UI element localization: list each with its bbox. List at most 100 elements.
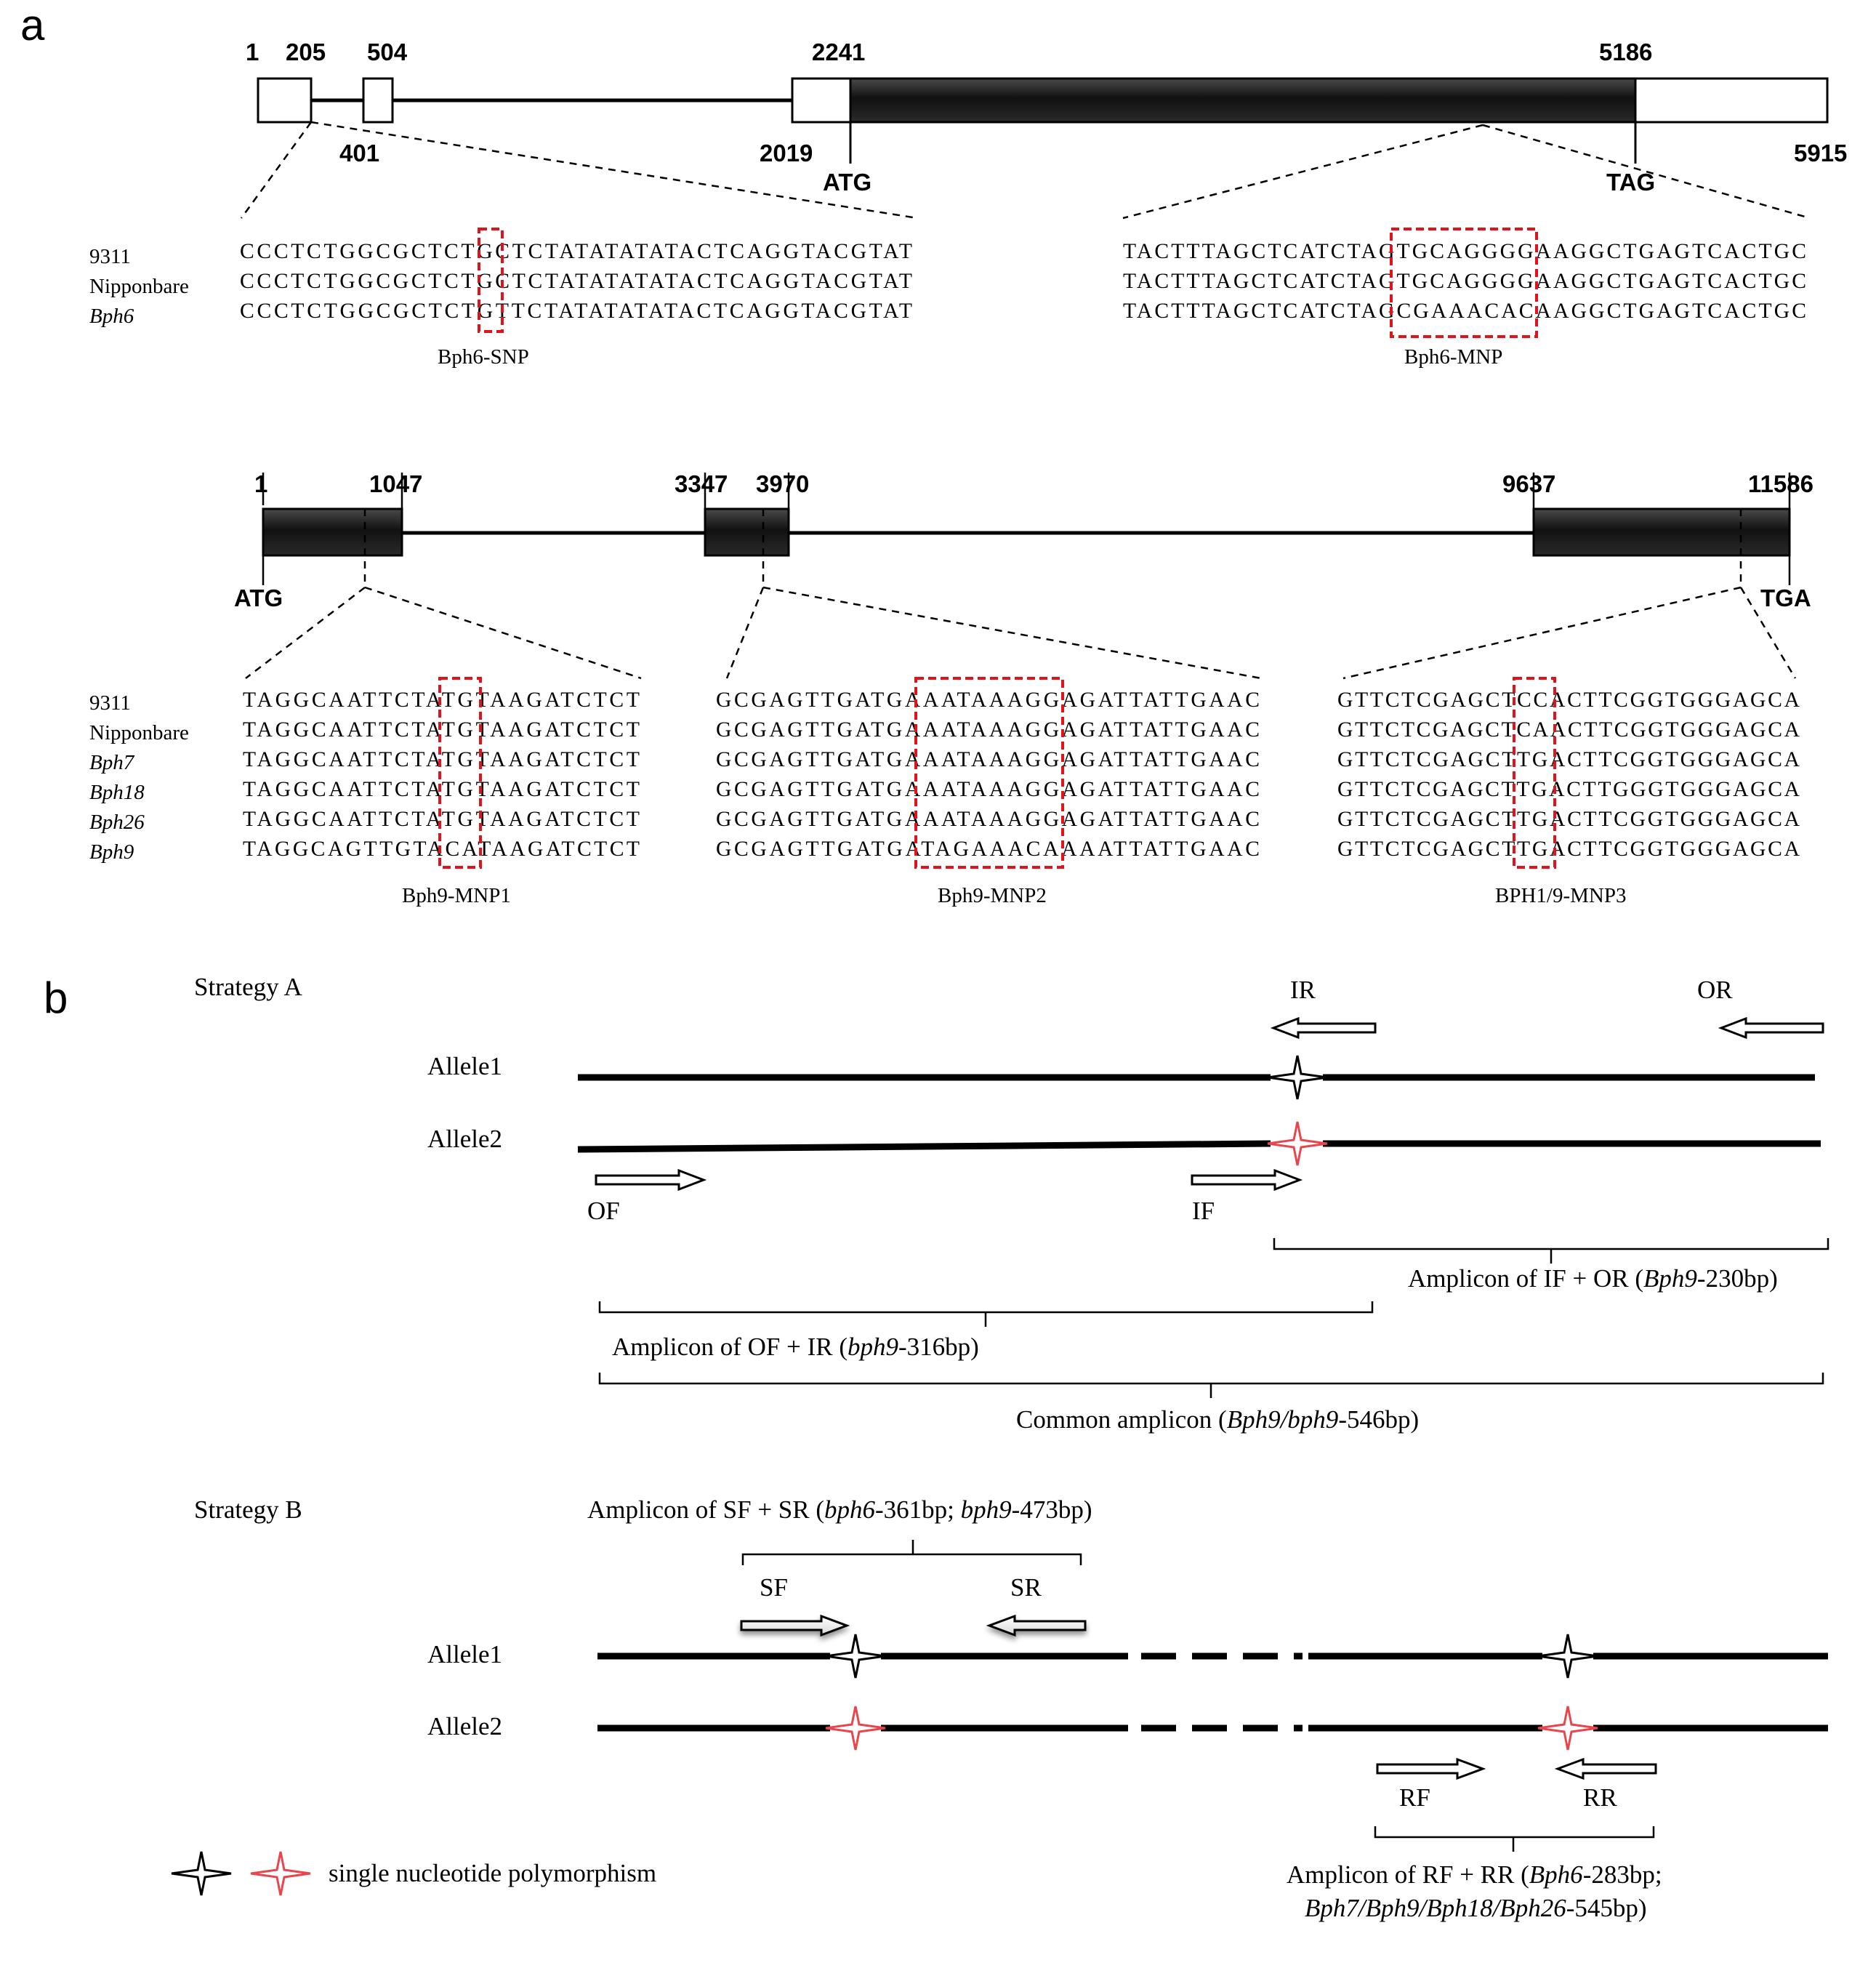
gene1-utr3 xyxy=(1634,77,1829,124)
snp-star-black xyxy=(1267,1055,1328,1100)
alignment-name: Bph9-MNP1 xyxy=(402,884,511,907)
gene1-coord-5186: 5186 xyxy=(1599,39,1652,65)
seq-row: GCGAGTTGATGAAATAAAGGAGATTATTGAAC xyxy=(716,808,1260,831)
seq-row: GTTCTCGAGCTTGACTTGGGTGGGAGCA xyxy=(1337,778,1800,801)
seq-label: Bph26 xyxy=(89,811,145,834)
primer-of-arrow xyxy=(595,1168,707,1192)
alignment-bph9-mnp2: GCGAGTTGATGAAATAAAGGAGATTATTGAAC GCGAGTT… xyxy=(716,677,1260,907)
gene2-zoom-lines xyxy=(245,509,1797,680)
snp-star-red xyxy=(1537,1706,1598,1751)
seq-row: GCGAGTTGATGATAGAAACAAAATTATTGAAC xyxy=(716,838,1260,861)
alignment-name: BPH1/9-MNP3 xyxy=(1495,884,1627,907)
gene1-coord-2241: 2241 xyxy=(812,39,865,65)
seq-row: GTTCTCGAGCTTGACTTCGGTGGGAGCA xyxy=(1337,838,1800,861)
legend-snp-star-red xyxy=(250,1851,311,1896)
seq-row: CCCTCTGGCGCTCTGTTCTATATATATACTCAGGTACGTA… xyxy=(240,300,912,323)
gene2-stop-codon: TGA xyxy=(1760,585,1811,611)
gene2-structure xyxy=(262,473,1791,585)
primer-sf-arrow xyxy=(740,1614,850,1637)
gene1-stop-codon: TAG xyxy=(1606,169,1655,196)
gene1-coord-2019: 2019 xyxy=(760,140,813,166)
snp-star-black xyxy=(825,1634,886,1679)
panel-b-label: b xyxy=(44,973,68,1022)
allele2-label: Allele2 xyxy=(427,1125,502,1153)
alignment-bph19-mnp3: GTTCTCGAGCTCCACTTCGGTGGGAGCA GTTCTCGAGCT… xyxy=(1337,677,1800,907)
seq-label: Nipponbare xyxy=(89,275,189,298)
alignment-bph9-mnp1: 9311 Nipponbare Bph7 Bph18 Bph26 Bph9 TA… xyxy=(89,677,640,907)
gene2-start-codon: ATG xyxy=(234,585,283,611)
seq-row: GTTCTCGAGCTTGACTTCGGTGGGAGCA xyxy=(1337,748,1800,771)
gene1-exon1 xyxy=(257,77,313,124)
gene2-exon2 xyxy=(704,507,790,557)
amplicon-rf-rr-label-line1: Amplicon of RF + RR (Bph6-283bp; xyxy=(1287,1860,1662,1889)
snp-star-red xyxy=(1267,1121,1328,1166)
legend-text: single nucleotide polymorphism xyxy=(329,1859,656,1887)
gene2-coord-9637: 9637 xyxy=(1502,470,1555,497)
gene1-coord-5915: 5915 xyxy=(1794,140,1847,166)
mnp-highlight-box xyxy=(438,677,482,869)
gene1-start-codon: ATG xyxy=(823,169,871,196)
snp-highlight-box xyxy=(478,228,504,333)
amplicon-rf-rr-label-line2: Bph7/Bph9/Bph18/Bph26-545bp) xyxy=(1305,1894,1647,1922)
alignment-bph6-snp: 9311 Nipponbare Bph6 CCCTCTGGCGCTCTGCTCT… xyxy=(89,228,912,369)
seq-row: TACTTTAGCTCATCTAGCGAAACACAAGGCTGAGTCACTG… xyxy=(1123,300,1806,323)
amplicon-if-or-label: Amplicon of IF + OR (Bph9-230bp) xyxy=(1408,1264,1778,1293)
gene1-exon2 xyxy=(362,77,394,124)
strategy-b-title: Strategy B xyxy=(194,1495,302,1524)
primer-or-arrow xyxy=(1718,1016,1824,1040)
primer-rr-label: RR xyxy=(1583,1783,1617,1812)
seq-label: Bph9 xyxy=(89,840,134,864)
primer-sr-arrow xyxy=(986,1614,1087,1637)
primer-rr-arrow xyxy=(1554,1757,1657,1780)
gene2-coord-3347: 3347 xyxy=(675,470,728,497)
gene2-coord-3970: 3970 xyxy=(756,470,809,497)
allele1-label: Allele1 xyxy=(427,1052,502,1080)
amplicon-brackets-a xyxy=(598,1238,1829,1398)
panel-a-label: a xyxy=(20,1,45,49)
alignment-name: Bph9-MNP2 xyxy=(938,884,1047,907)
amplicon-sf-sr-label: Amplicon of SF + SR (bph6-361bp; bph9-47… xyxy=(587,1495,1092,1524)
primer-sf-label: SF xyxy=(760,1573,788,1602)
gene2-coord-11586: 11586 xyxy=(1748,470,1813,497)
primer-ir-arrow xyxy=(1270,1016,1377,1040)
mnp-highlight-box xyxy=(914,677,1064,869)
mnp-highlight-box xyxy=(1513,677,1556,869)
seq-row: CCCTCTGGCGCTCTGCTCTATATATATACTCAGGTACGTA… xyxy=(240,270,912,293)
amplicon-bracket-sf-sr xyxy=(741,1540,1082,1565)
primer-if-arrow xyxy=(1191,1168,1303,1192)
seq-label: 9311 xyxy=(89,245,131,268)
snp-star-red xyxy=(825,1706,886,1751)
gene2-exon1 xyxy=(262,507,403,557)
alignment-bph6-mnp: TACTTTAGCTCATCTAGTGCAGGGGAAGGCTGAGTCACTG… xyxy=(1123,228,1806,369)
seq-row: GTTCTCGAGCTCCACTTCGGTGGGAGCA xyxy=(1337,688,1800,712)
seq-row: TACTTTAGCTCATCTAGTGCAGGGGAAGGCTGAGTCACTG… xyxy=(1123,270,1806,293)
seq-row: GCGAGTTGATGAAATAAAGGAGATTATTGAAC xyxy=(716,778,1260,801)
seq-row: GCGAGTTGATGAAATAAAGGAGATTATTGAAC xyxy=(716,748,1260,771)
seq-row: GCGAGTTGATGAAATAAAGGAGATTATTGAAC xyxy=(716,718,1260,742)
amplicon-common-label: Common amplicon (Bph9/bph9-546bp) xyxy=(1016,1405,1419,1434)
gene1-cds xyxy=(849,77,1637,124)
allele2-label-b: Allele2 xyxy=(427,1712,502,1740)
gene2-exon3 xyxy=(1532,507,1791,557)
snp-star-black xyxy=(1537,1634,1598,1679)
primer-sr-label: SR xyxy=(1010,1573,1042,1602)
seq-row: TACTTTAGCTCATCTAGTGCAGGGGAAGGCTGAGTCACTG… xyxy=(1123,240,1806,263)
primer-ir-label: IR xyxy=(1290,976,1316,1004)
primer-rf-label: RF xyxy=(1399,1783,1430,1812)
primer-or-label: OR xyxy=(1697,976,1733,1004)
gene1-coord-401: 401 xyxy=(339,140,379,166)
amplicon-bracket-rf-rr xyxy=(1374,1826,1655,1852)
gene1-structure xyxy=(257,77,1829,164)
allele1-label-b: Allele1 xyxy=(427,1640,502,1668)
primer-rf-arrow xyxy=(1376,1757,1486,1780)
seq-row: GTTCTCGAGCTTGACTTCGGTGGGAGCA xyxy=(1337,808,1800,831)
alignment-name: Bph6-MNP xyxy=(1404,345,1502,369)
seq-label: Nipponbare xyxy=(89,721,189,744)
alignment-name: Bph6-SNP xyxy=(438,345,529,369)
mnp-highlight-box xyxy=(1390,228,1538,338)
seq-label: 9311 xyxy=(89,691,131,715)
gene1-zoom-lines xyxy=(240,121,1811,220)
gene2-coord-1: 1 xyxy=(254,470,267,497)
strategy-a-title: Strategy A xyxy=(194,973,302,1001)
gene1-coord-504: 504 xyxy=(367,39,408,65)
